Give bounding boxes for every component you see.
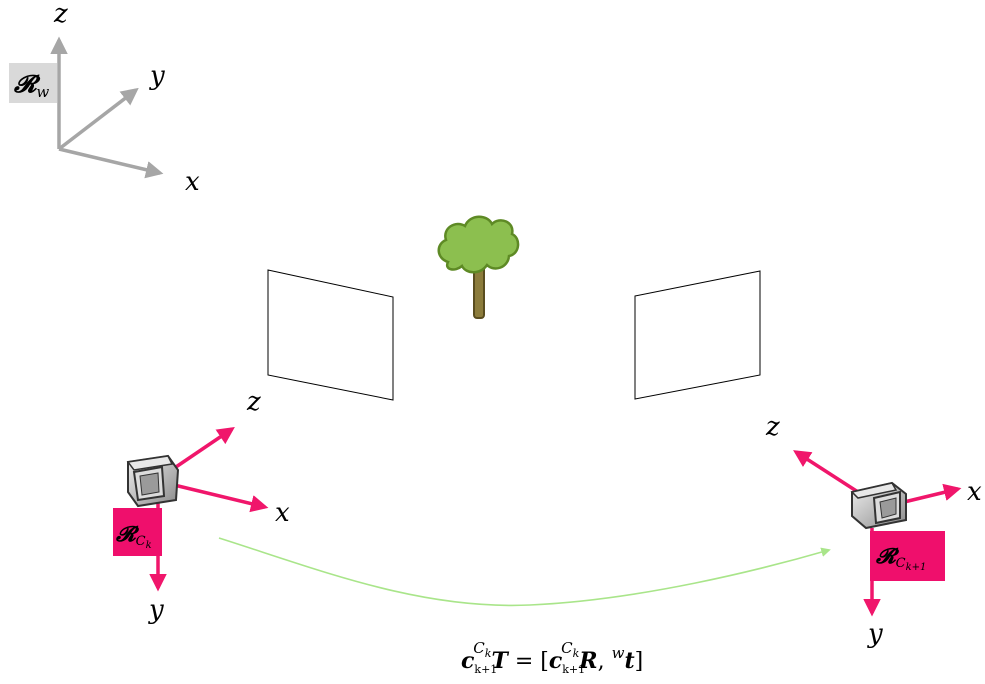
- camera-trajectory-arrow: [218, 537, 831, 607]
- world-frame-label: 𝓡w: [13, 69, 49, 101]
- world-x-axis: [58, 147, 164, 179]
- camera-k-x-axis: [169, 482, 269, 513]
- image-plane-left: [267, 269, 394, 401]
- world-y-axis: [57, 87, 139, 151]
- camera-k1-frame: 𝓡Ck+1 z x y: [765, 412, 982, 649]
- camera-k1-y-label: y: [867, 619, 883, 649]
- world-frame-label-box: [9, 63, 57, 103]
- tree-icon: [437, 215, 520, 319]
- world-z-label: z: [53, 0, 68, 29]
- camera-k1-x-label: x: [967, 477, 982, 507]
- camera-k1-label-box: [870, 531, 945, 581]
- world-x-label: x: [185, 167, 200, 197]
- camera-k-frame: 𝓡Ck z x y: [113, 387, 290, 625]
- world-y-label: y: [149, 61, 165, 91]
- camera-k-y-label: y: [148, 595, 164, 625]
- camera-k-icon: [126, 454, 180, 508]
- tree-canopy: [437, 215, 520, 274]
- world-frame: 𝓡w z y x: [9, 0, 200, 197]
- camera-k1-icon: [850, 481, 907, 530]
- camera-k-x-label: x: [275, 498, 290, 528]
- camera-k-label-box: [113, 508, 162, 556]
- camera-k-z-label: z: [246, 387, 261, 417]
- camera-k-z-axis: [169, 427, 235, 473]
- camera-k1-z-axis: [793, 450, 859, 494]
- transform-formula: ck+1CkT = [ck+1CkR, wt]: [461, 639, 643, 676]
- camera-k1-x-axis: [899, 483, 962, 505]
- camera-k1-z-label: z: [765, 412, 780, 442]
- image-plane-right: [634, 270, 761, 400]
